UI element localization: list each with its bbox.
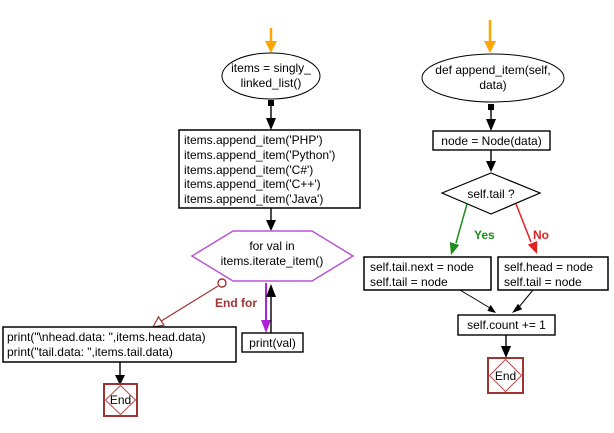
loop-line1: for val in bbox=[249, 239, 295, 253]
no-branch-line bbox=[515, 203, 532, 243]
loop-exit-arrowhead bbox=[151, 315, 165, 328]
no-to-count-line bbox=[518, 289, 534, 308]
right-arrowhead-3 bbox=[501, 346, 511, 358]
yes-block-rect bbox=[363, 256, 492, 291]
node-block-label: node = Node(data) bbox=[441, 134, 542, 148]
right-start-arrow-head bbox=[484, 41, 496, 53]
left-start-ellipse bbox=[221, 52, 321, 100]
decision-diamond bbox=[440, 172, 542, 215]
yes-branch-arrowhead bbox=[449, 242, 460, 255]
left-start-node-text: items = singly_ linked_list() bbox=[221, 61, 321, 91]
append-line: items.append_item('PHP') bbox=[184, 133, 323, 147]
left-loop-hexagon bbox=[190, 230, 355, 282]
right-arrowhead-2 bbox=[486, 161, 496, 172]
print-val-label: print(val) bbox=[249, 336, 296, 350]
left-end-box bbox=[103, 383, 138, 417]
loop-body-arrow-head bbox=[261, 320, 271, 333]
no-block-line1: self.head = node bbox=[504, 260, 594, 274]
end-for-label: End for bbox=[215, 296, 257, 310]
right-start-node-text: def append_item(self, data) bbox=[423, 63, 563, 93]
right-end-label: End bbox=[494, 368, 517, 383]
append-block-text: items.append_item('PHP') items.append_it… bbox=[184, 133, 358, 207]
left-start-line2: linked_list() bbox=[240, 76, 302, 90]
print-line2: print("tail.data: ",items.tail.data) bbox=[7, 345, 173, 359]
yes-block-text: self.tail.next = node self.tail = node bbox=[370, 260, 474, 290]
left-arrowhead-2 bbox=[266, 220, 276, 231]
yes-branch-line bbox=[455, 203, 468, 244]
no-to-count-arrowhead bbox=[512, 303, 523, 313]
yes-label: Yes bbox=[474, 228, 495, 242]
no-block-rect bbox=[497, 256, 609, 291]
append-line: items.append_item('Java') bbox=[184, 192, 324, 207]
left-end-diamond bbox=[104, 384, 137, 416]
yes-to-count-arrowhead bbox=[487, 304, 496, 313]
count-block-label: self.count += 1 bbox=[467, 318, 546, 332]
print-line1: print("\nhead.data: ",items.head.data) bbox=[7, 330, 206, 344]
append-line: items.append_item('Python') bbox=[184, 147, 336, 162]
right-end-box bbox=[487, 357, 524, 394]
right-start-ellipse bbox=[421, 53, 565, 103]
left-arrowhead-3 bbox=[115, 375, 125, 385]
loop-exit-connector-circle bbox=[217, 278, 227, 288]
left-connector-node-dot bbox=[268, 100, 274, 106]
yes-block-line2: self.tail = node bbox=[370, 275, 448, 289]
loop-exit-line bbox=[157, 285, 219, 324]
loop-return-arrow-head bbox=[266, 284, 276, 297]
left-end-label: End bbox=[109, 393, 132, 407]
print-block-text: print("\nhead.data: ",items.head.data) p… bbox=[7, 330, 206, 360]
print-val-rect bbox=[241, 332, 304, 353]
no-label: No bbox=[533, 228, 549, 242]
append-line: items.append_item('C#') bbox=[184, 162, 314, 177]
left-arrowhead-1 bbox=[266, 118, 276, 130]
left-start-arrow-head bbox=[265, 41, 277, 53]
right-end-diamond bbox=[488, 358, 523, 393]
no-block-line2: self.tail = node bbox=[504, 275, 582, 289]
left-start-line1: items = singly_ bbox=[231, 61, 311, 75]
yes-block-line1: self.tail.next = node bbox=[370, 260, 474, 274]
append-line: items.append_item('C++') bbox=[184, 177, 321, 192]
decision-label: self.tail ? bbox=[467, 187, 515, 201]
no-branch-arrowhead bbox=[527, 241, 538, 254]
right-connector-node-dot bbox=[488, 104, 494, 110]
no-block-text: self.head = node self.tail = node bbox=[504, 260, 593, 290]
right-start-line2: data) bbox=[479, 78, 507, 92]
right-arrowhead-1 bbox=[486, 119, 496, 131]
loop-node-text: for val in items.iterate_item() bbox=[202, 239, 342, 269]
right-start-line1: def append_item(self, bbox=[435, 63, 551, 77]
loop-line2: items.iterate_item() bbox=[220, 254, 324, 268]
left-append-rect bbox=[178, 129, 361, 209]
yes-to-count-line bbox=[459, 289, 491, 309]
